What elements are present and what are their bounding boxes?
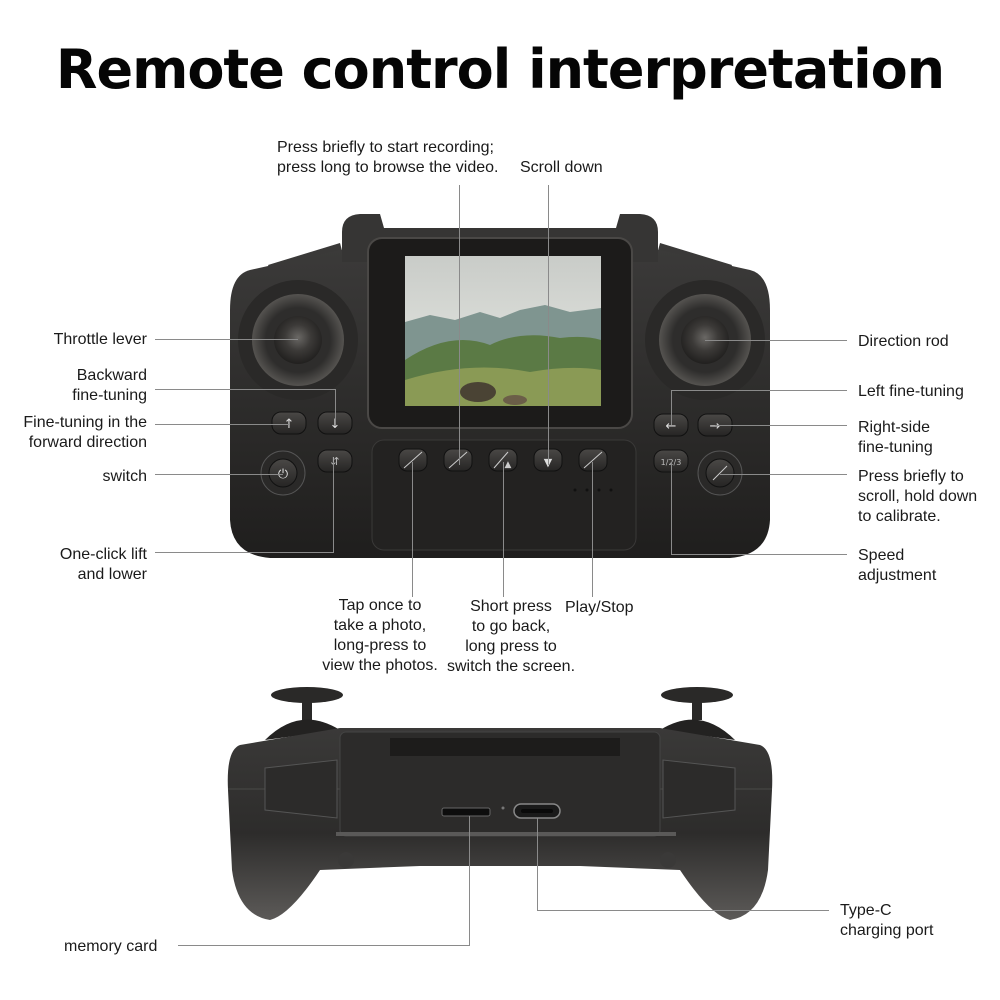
svg-text:▲: ▲ — [505, 460, 512, 470]
label-play-stop: Play/Stop — [565, 599, 634, 616]
label-record: Press briefly to start recording; press … — [277, 139, 499, 176]
label-backward-fine-tuning: Backward fine-tuning — [72, 367, 147, 404]
leader-lift — [155, 552, 334, 553]
leader-typec-drop — [537, 818, 538, 911]
leader-left-trim-drop — [671, 390, 672, 425]
leader-back — [503, 462, 504, 597]
power-switch-button[interactable]: ⏻ — [260, 450, 306, 496]
svg-text:→: → — [710, 419, 721, 434]
leader-backward — [155, 389, 336, 390]
screen-image — [405, 256, 601, 406]
leader-right-trim — [715, 425, 847, 426]
throttle-lever[interactable] — [238, 280, 358, 400]
label-scroll-down: Scroll down — [520, 159, 603, 176]
controller-bottom-view — [227, 687, 773, 920]
label-switch: switch — [102, 468, 147, 485]
label-direction-rod: Direction rod — [858, 333, 949, 350]
label-type-c: Type-C charging port — [840, 902, 934, 939]
back-switch-button[interactable]: ▲ — [488, 448, 518, 472]
leader-speed-drop — [671, 462, 672, 554]
label-scroll-calibrate: Press briefly to scroll, hold down to ca… — [858, 468, 978, 525]
svg-text:⏻: ⏻ — [278, 467, 288, 482]
one-click-lift-button[interactable]: ⇵ — [317, 449, 353, 473]
label-throttle-lever: Throttle lever — [53, 331, 147, 348]
label-photo: Tap once to take a photo, long-press to … — [322, 597, 438, 674]
svg-text:⇵: ⇵ — [330, 455, 339, 468]
photo-button[interactable] — [398, 448, 428, 472]
type-c-port — [513, 803, 561, 819]
leader-photo — [412, 462, 413, 597]
forward-trim-button[interactable]: ↑ — [271, 411, 307, 435]
label-left-fine-tuning: Left fine-tuning — [858, 383, 964, 400]
leader-play — [592, 462, 593, 597]
label-memory-card: memory card — [64, 938, 158, 955]
label-forward-fine-tuning: Fine-tuning in the forward direction — [23, 414, 147, 451]
leader-lift-drop — [333, 462, 334, 552]
leader-switch — [155, 474, 283, 475]
leader-left-trim — [671, 390, 847, 391]
leader-speed — [671, 554, 847, 555]
leader-backward-drop — [335, 389, 336, 425]
leader-direction — [705, 340, 847, 341]
label-right-fine-tuning: Right-side fine-tuning — [858, 419, 933, 456]
label-speed-adjustment: Speed adjustment — [858, 547, 937, 584]
leader-forward — [155, 424, 290, 425]
leader-memory-drop — [469, 816, 470, 946]
leader-calibrate — [720, 474, 847, 475]
leader-memory — [178, 945, 470, 946]
indicator-dots — [573, 488, 613, 492]
svg-text:←: ← — [666, 419, 677, 434]
play-stop-button[interactable] — [578, 448, 608, 472]
left-trim-button[interactable]: ← — [653, 413, 689, 437]
video-record-button[interactable] — [443, 448, 473, 472]
memory-card-slot — [441, 807, 491, 817]
leader-record — [459, 185, 460, 465]
label-back-switch: Short press to go back, long press to sw… — [446, 598, 576, 675]
leader-typec — [537, 910, 829, 911]
leader-scroll-down — [548, 185, 549, 465]
page-title: Remote control interpretation — [55, 38, 945, 101]
scroll-calibrate-button[interactable] — [697, 450, 743, 496]
label-one-click-lift: One-click lift and lower — [59, 546, 147, 583]
leader-throttle — [155, 339, 298, 340]
